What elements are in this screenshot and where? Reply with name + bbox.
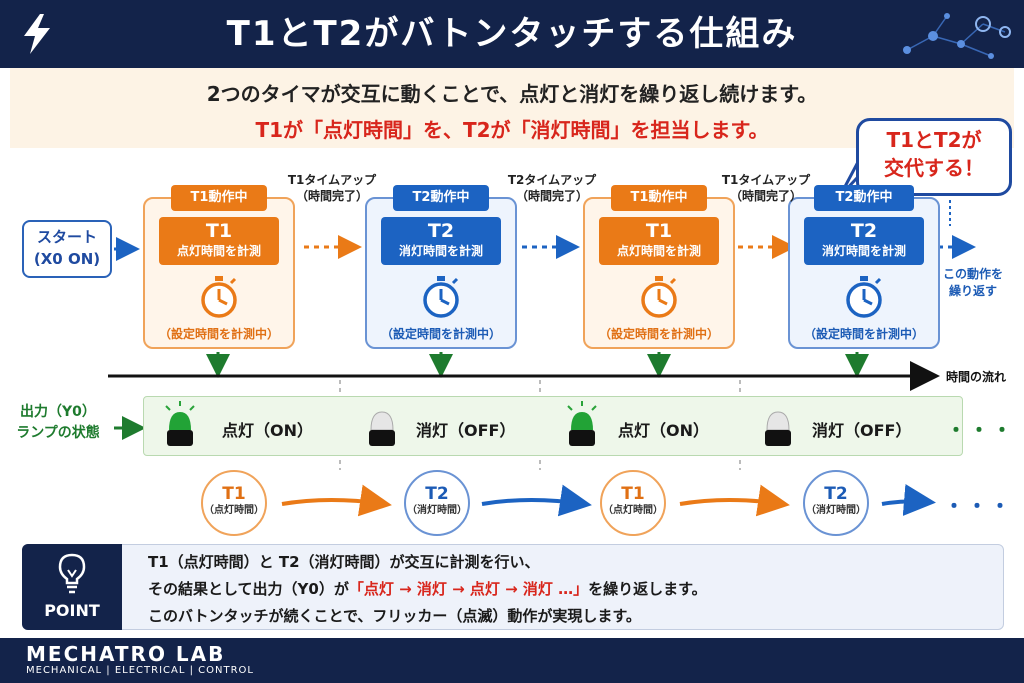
point-line-1: T1（点灯時間）と T2（消灯時間）が交互に計測を行い、	[148, 553, 540, 571]
brand-logo: MECHATRO LAB	[26, 642, 226, 666]
lightbulb-icon	[58, 553, 86, 594]
stopwatch-icon	[423, 276, 459, 318]
output-label: 出力（Y0） ランプの状態	[16, 404, 100, 441]
stage-task-3: 点灯時間を計測	[616, 244, 701, 258]
sequence-timer-3: T1	[621, 484, 645, 504]
point-box	[22, 544, 1004, 630]
stage-timer-3: T1	[645, 220, 673, 242]
point-line-2: その結果として出力（Y0）が「点灯 → 消灯 → 点灯 → 消灯 …」を繰り返し…	[148, 578, 707, 599]
green-lamp-on-icon	[165, 401, 195, 446]
output-state-3: 点灯（ON）	[618, 421, 709, 440]
point-line-2-highlight: 「点灯 → 消灯 → 点灯 → 消灯 …」	[348, 580, 589, 598]
seq-arrow-2	[481, 484, 592, 517]
stopwatch-icon	[201, 276, 237, 318]
stage-task-1: 点灯時間を計測	[176, 244, 261, 258]
output-continuation: ・・・	[946, 418, 1015, 442]
molecule-decoration-icon	[903, 13, 1011, 59]
timeup-label-1: T1タイムアップ （時間完了）	[287, 173, 377, 203]
lamp-off-icon	[369, 411, 395, 446]
stage-measuring-2: （設定時間を計測中）	[380, 327, 501, 341]
start-box	[22, 220, 112, 278]
intro-line-2: T1が「点灯時間」を、T2が「消灯時間」を担当します。	[255, 118, 769, 142]
sequence-circle-1: T1 （点灯時間）	[201, 470, 267, 536]
stopwatch-icon	[641, 276, 677, 318]
stage-pill-1: T1動作中	[171, 185, 267, 211]
stage-timer-4: T2	[850, 220, 878, 242]
stage-measuring-3: （設定時間を計測中）	[598, 327, 719, 341]
stage-task-2: 消灯時間を計測	[398, 244, 483, 258]
stage-pill-3: T1動作中	[611, 185, 707, 211]
sequence-continuation: ・・・	[944, 494, 1013, 518]
sequence-sub-3: （点灯時間）	[603, 505, 663, 516]
stage-pill-2: T2動作中	[393, 185, 489, 211]
stage-inner-2: T2 消灯時間を計測	[381, 217, 501, 265]
output-state-2: 消灯（OFF）	[416, 421, 516, 440]
page-title: T1とT2がバトンタッチする仕組み	[226, 14, 798, 54]
sequence-sub-2: （消灯時間）	[407, 505, 467, 516]
sequence-circle-3: T1 （点灯時間）	[600, 470, 666, 536]
stage-timer-1: T1	[205, 220, 233, 242]
lamp-off-icon	[765, 411, 791, 446]
sequence-sub-4: （消灯時間）	[806, 505, 866, 516]
header-bar	[0, 0, 1024, 68]
green-lamp-on-icon	[567, 401, 597, 446]
stage-measuring-1: （設定時間を計測中）	[158, 327, 279, 341]
stage-inner-3: T1 点灯時間を計測	[599, 217, 719, 265]
stage-inner-1: T1 点灯時間を計測	[159, 217, 279, 265]
sequence-circle-2: T2 （消灯時間）	[404, 470, 470, 536]
output-band	[143, 396, 963, 456]
stage-task-4: 消灯時間を計測	[821, 244, 906, 258]
sequence-timer-1: T1	[222, 484, 246, 504]
footer-bar	[0, 638, 1024, 683]
intro-line-1: 2つのタイマが交互に動くことで、点灯と消灯を繰り返し続けます。	[206, 82, 818, 106]
start-label: スタート (X0 ON)	[33, 228, 101, 268]
intro-panel	[10, 68, 1014, 148]
sequence-timer-4: T2	[824, 484, 848, 504]
timeup-label-3: T1タイムアップ （時間完了）	[721, 173, 811, 203]
sequence-sub-1: （点灯時間）	[204, 505, 264, 516]
stopwatch-icon	[846, 276, 882, 318]
lightning-bolt-icon	[24, 14, 50, 54]
point-line-2-pre: その結果として出力（Y0）が	[148, 580, 349, 598]
sequence-timer-2: T2	[425, 484, 449, 504]
speech-bubble	[856, 118, 1012, 196]
stage-inner-4: T2 消灯時間を計測	[804, 217, 924, 265]
output-state-1: 点灯（ON）	[222, 421, 313, 440]
point-label: POINT	[44, 601, 100, 620]
timeup-label-2: T2タイムアップ （時間完了）	[507, 173, 597, 203]
stage-pill-4: T2動作中	[814, 185, 914, 211]
output-state-4: 消灯（OFF）	[812, 421, 912, 440]
timeline-label: 時間の流れ	[946, 370, 1007, 384]
point-line-2-post: を繰り返します。	[588, 580, 707, 598]
sequence-circle-4: T2 （消灯時間）	[803, 470, 869, 536]
point-line-3: このバトンタッチが続くことで、フリッカー（点滅）動作が実現します。	[148, 607, 641, 625]
repeat-label: この動作を 繰り返す	[942, 267, 1003, 298]
seq-arrow-4	[881, 484, 936, 516]
stage-measuring-4: （設定時間を計測中）	[803, 327, 924, 341]
seq-arrow-1	[281, 484, 392, 517]
seq-arrow-3	[679, 484, 790, 517]
brand-tagline: MECHANICAL | ELECTRICAL | CONTROL	[26, 665, 254, 676]
speech-bubble-text: T1とT2が 交代する！	[884, 128, 984, 180]
stage-timer-2: T2	[427, 220, 455, 242]
